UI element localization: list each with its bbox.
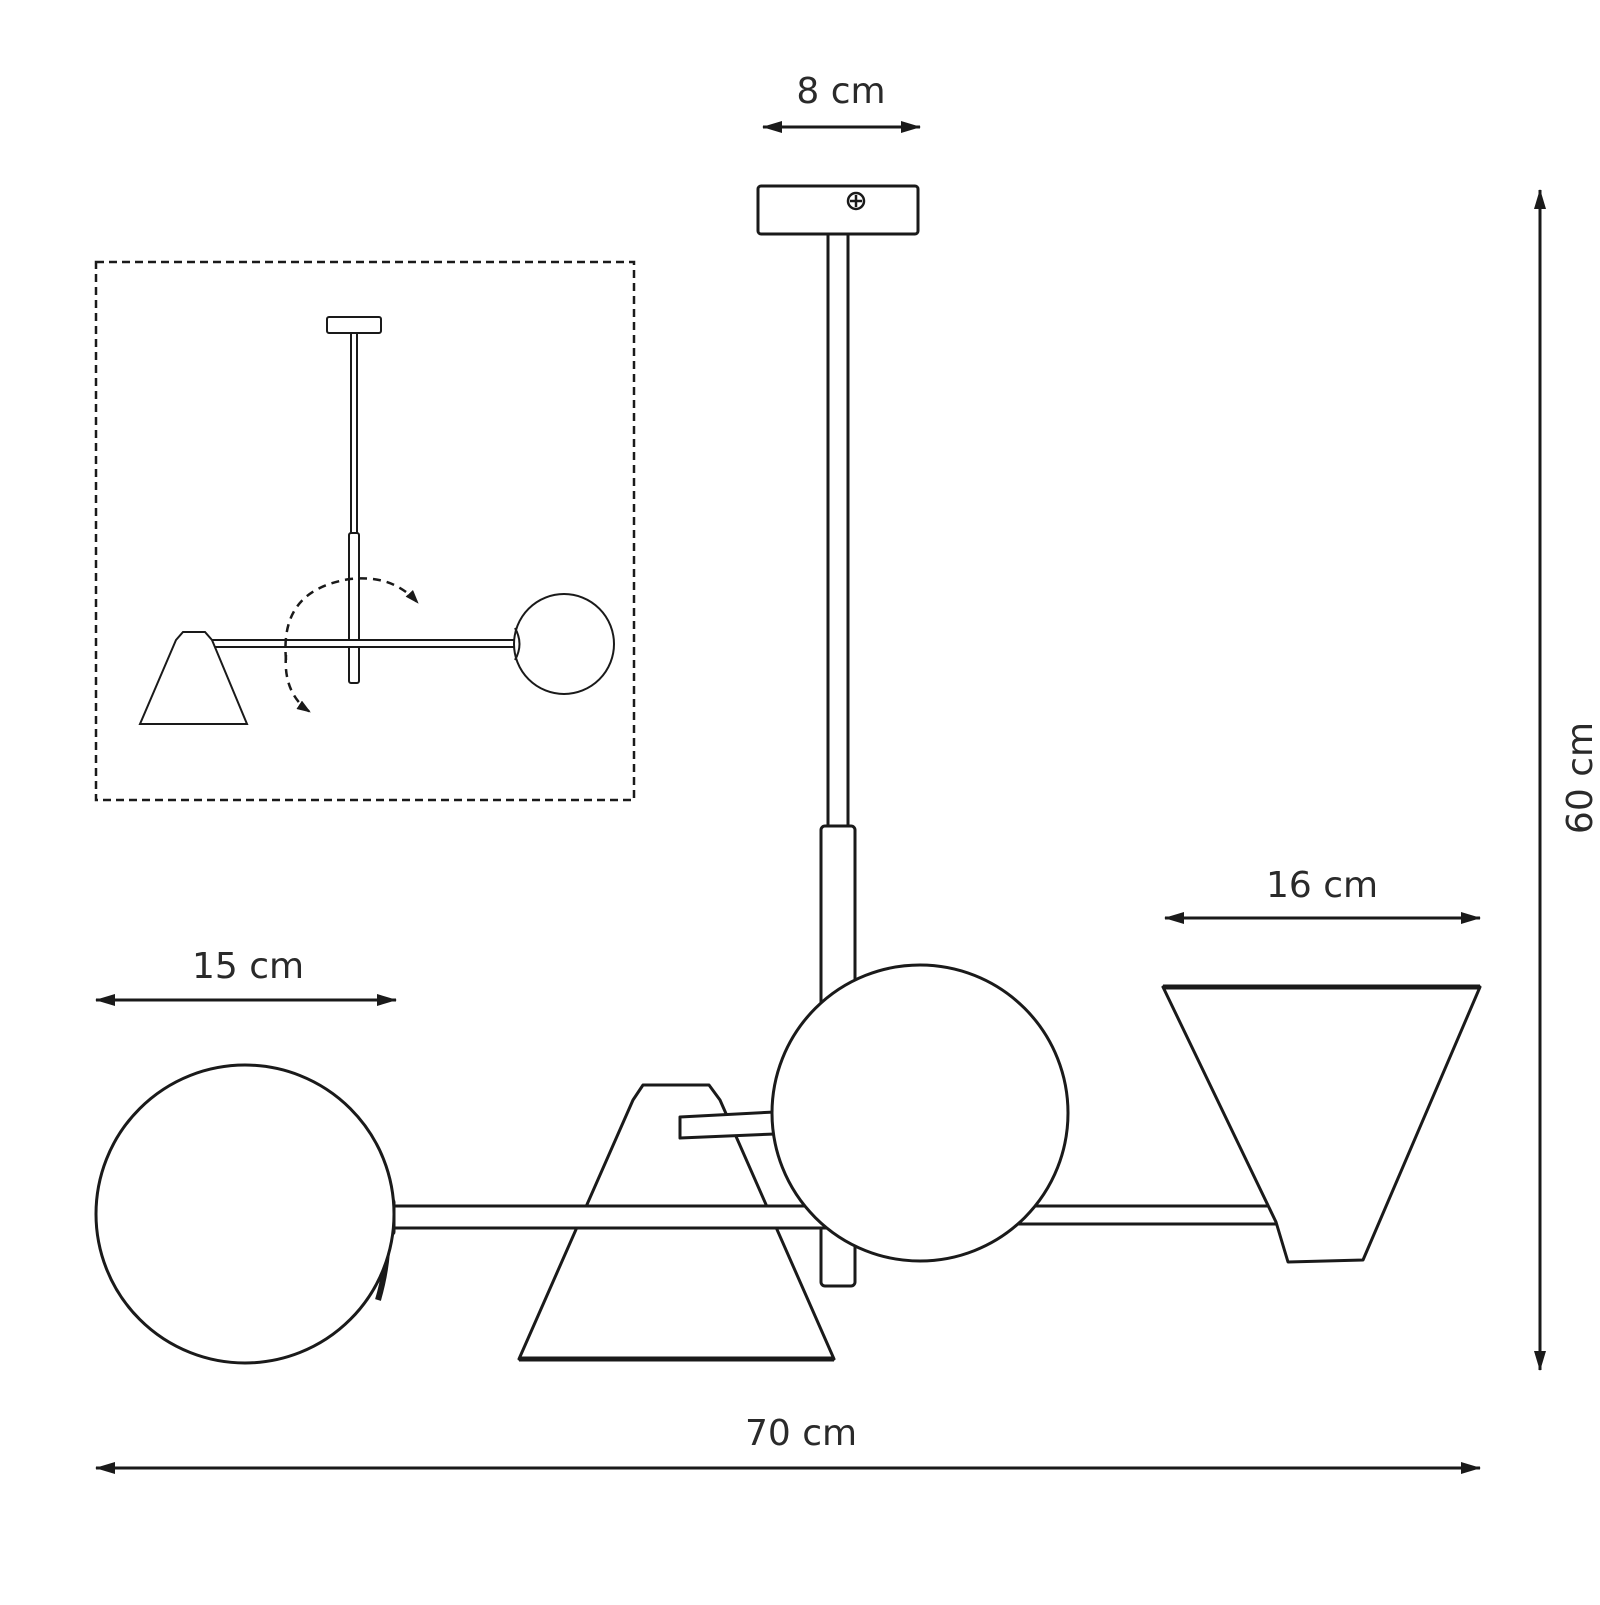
arm-center-short bbox=[678, 1110, 777, 1140]
dimension-canopy-width: 8 cm bbox=[762, 71, 921, 133]
rotation-arrow-lower bbox=[284, 654, 311, 714]
inset-rotation-detail bbox=[94, 260, 636, 802]
arm-right bbox=[998, 1204, 1278, 1226]
rotation-arrow-upper bbox=[284, 577, 419, 661]
inset-canopy bbox=[326, 316, 382, 334]
dimension-label-globe: 15 cm bbox=[192, 946, 304, 987]
globe-center bbox=[770, 963, 1070, 1263]
dimension-total-width: 70 cm bbox=[95, 1413, 1481, 1474]
dimension-total-height: 60 cm bbox=[1534, 189, 1600, 1371]
main-lamp-drawing bbox=[94, 184, 1482, 1365]
inset-globe bbox=[513, 593, 615, 695]
inset-tube bbox=[348, 532, 360, 684]
suspension-rod bbox=[826, 232, 850, 828]
dimension-globe-width: 15 cm bbox=[95, 946, 397, 1006]
dimension-label-cone: 16 cm bbox=[1266, 865, 1378, 906]
dimension-label-width: 70 cm bbox=[745, 1413, 857, 1454]
inset-rod bbox=[350, 332, 358, 534]
globe-left bbox=[94, 1063, 396, 1365]
ceiling-canopy bbox=[756, 184, 920, 236]
inset-arm bbox=[204, 639, 516, 648]
dimension-cone-width: 16 cm bbox=[1164, 865, 1481, 924]
inset-frame bbox=[94, 260, 636, 802]
dimension-label-height: 60 cm bbox=[1560, 722, 1600, 834]
dimension-label-canopy: 8 cm bbox=[796, 71, 885, 112]
arm-left bbox=[390, 1204, 834, 1230]
inset-cone bbox=[138, 631, 249, 725]
